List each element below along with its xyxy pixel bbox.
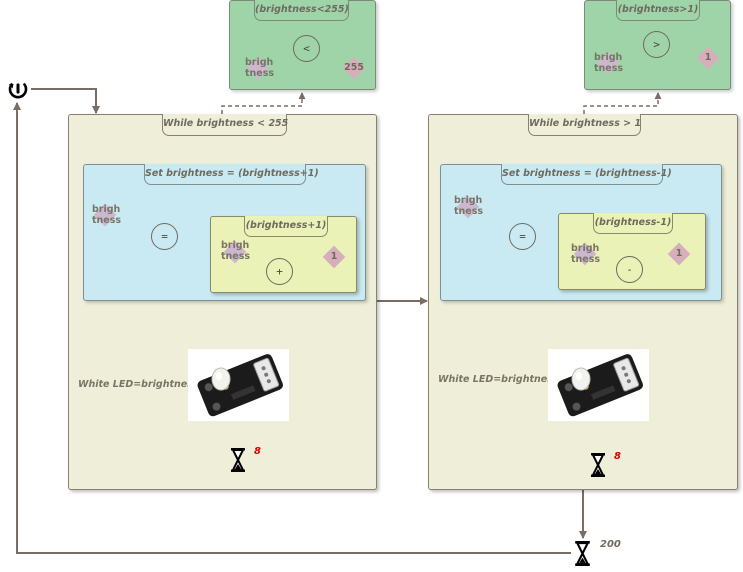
delay-1-hourglass-icon[interactable] [231,448,245,476]
expression-2-title: (brightness-1) [593,213,673,234]
led-1-label: White LED=brightness [78,379,199,390]
white-led-module-image-2[interactable] [548,349,649,421]
led-2-label: White LED=brightness [438,374,559,385]
assignment-1-operator[interactable]: = [151,223,178,250]
condition-1-title: (brightness<255) [254,0,349,21]
delay-1-value[interactable]: 8 [254,446,261,457]
condition-2-operator[interactable]: > [643,31,670,58]
expression-1-operator[interactable]: + [266,258,293,285]
var-text-line2: tness [221,251,251,262]
loop-2-title: While brightness > 1 [528,114,641,136]
var-text-line1: brigh [245,57,274,68]
var-text-line2: tness [594,63,624,74]
condition-2-title: (brightness>1) [616,0,700,21]
condition-1-operator[interactable]: < [293,35,320,62]
var-text-line1: brigh [92,204,121,215]
delay-2-hourglass-icon[interactable] [591,453,605,481]
assignment-2-title: Set brightness = (brightness-1) [501,164,672,185]
expression-1-literal[interactable]: 1 [330,251,338,262]
loop-1-title: While brightness < 255 [162,114,288,136]
expression-2-literal[interactable]: 1 [675,248,683,259]
condition-2-variable[interactable]: brigh tness [594,52,630,74]
final-delay-value[interactable]: 200 [600,539,621,550]
condition-2-literal[interactable]: 1 [704,52,712,63]
var-text-line1: brigh [594,52,623,63]
expression-2-operator[interactable]: - [616,256,643,283]
white-led-module-image-1[interactable] [188,349,289,421]
var-text-line1: brigh [454,195,483,206]
assignment-1-title: Set brightness = (brightness+1) [144,164,319,185]
expression-2-variable[interactable]: brigh tness [571,243,607,265]
delay-2-value[interactable]: 8 [614,451,621,462]
wire-return-to-start [13,102,571,554]
expression-1-title: (brightness+1) [244,216,328,237]
expression-1-variable[interactable]: brigh tness [221,240,257,262]
assignment-2-operator[interactable]: = [509,223,536,250]
var-text-line2: tness [454,206,484,217]
assignment-2-variable[interactable]: brigh tness [454,195,490,217]
dash-loop1-condition-link [221,92,306,114]
dash-loop2-condition-link [583,92,662,114]
power-start-icon[interactable] [5,77,31,103]
var-text-line2: tness [92,215,122,226]
var-text-line1: brigh [571,243,600,254]
var-text-line1: brigh [221,240,250,251]
condition-1-literal[interactable]: 255 [344,62,364,73]
var-text-line2: tness [571,254,601,265]
final-delay-hourglass-icon[interactable] [575,541,590,570]
assignment-1-variable[interactable]: brigh tness [92,204,128,226]
wire-start-to-loop1 [31,88,100,114]
condition-1-variable[interactable]: brigh tness [245,57,281,79]
var-text-line2: tness [245,68,275,79]
